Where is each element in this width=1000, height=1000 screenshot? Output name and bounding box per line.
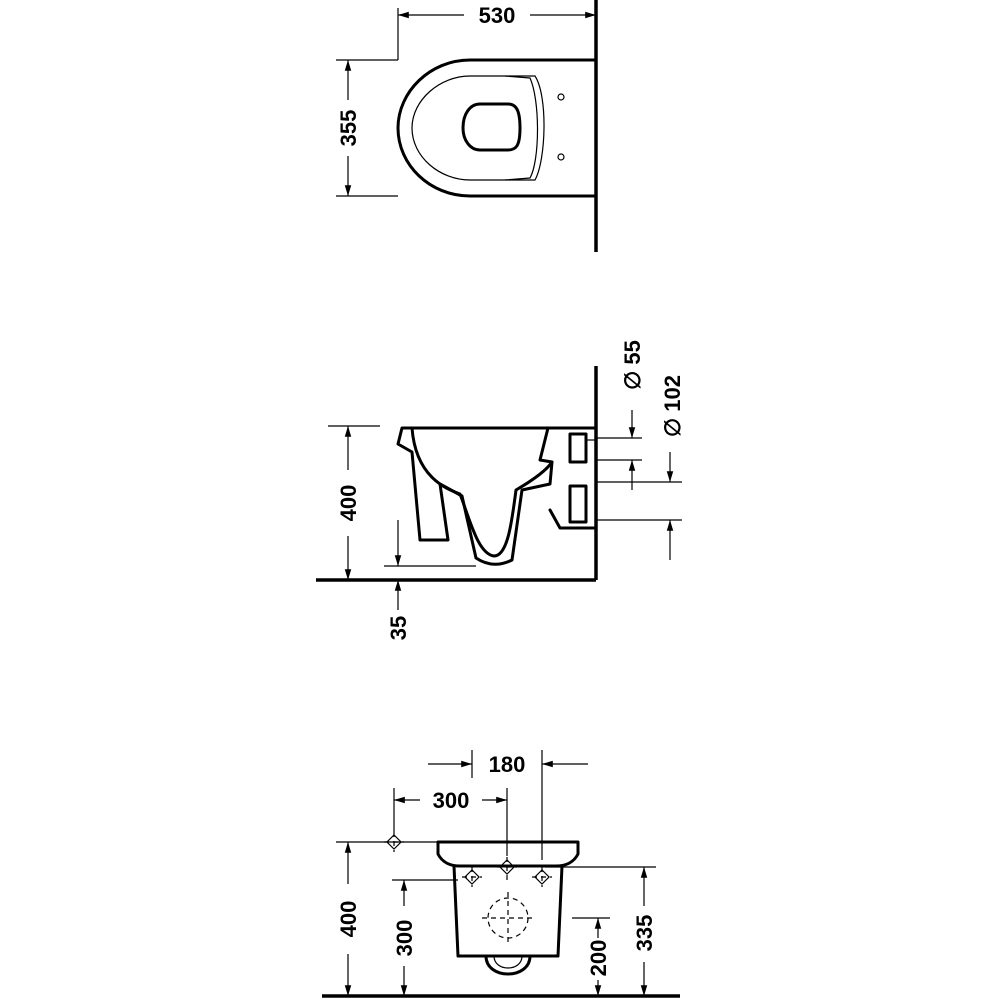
front-view-fixing-point-right bbox=[532, 867, 552, 887]
side-view: 400 35 ∅ 55 ∅ 102 bbox=[316, 340, 685, 640]
side-view-pipe-inner-label: ∅ 55 bbox=[620, 340, 645, 390]
side-view-inlet-spigot bbox=[568, 432, 588, 464]
front-view-fixing-height-label: 300 bbox=[392, 920, 417, 957]
side-view-floor-clearance-label: 35 bbox=[386, 616, 411, 640]
side-view-bowl-outline bbox=[396, 426, 598, 566]
front-view-total-height-label: 400 bbox=[336, 901, 361, 938]
top-view-width-label: 530 bbox=[479, 3, 516, 28]
front-view-fixing-spacing-label: 180 bbox=[489, 752, 526, 777]
front-view-top-fixing-label: 335 bbox=[632, 915, 657, 952]
front-view-outlet bbox=[484, 954, 532, 976]
front-view: 180 300 400 300 200 335 bbox=[322, 750, 680, 998]
front-view-fixing-point-top bbox=[497, 857, 517, 880]
side-view-pipe-outer-label: ∅ 102 bbox=[660, 375, 685, 437]
front-view-fixing-point-left bbox=[462, 867, 482, 887]
top-view-bowl-outline bbox=[396, 58, 598, 198]
side-view-bowl-inner bbox=[410, 426, 554, 558]
top-view-seat-outline bbox=[411, 75, 545, 181]
top-view-bowl-opening bbox=[461, 102, 522, 152]
side-view-outlet-spigot bbox=[568, 484, 588, 524]
front-view-outlet-height-label: 200 bbox=[586, 940, 611, 977]
top-view: 530 355 bbox=[336, 0, 598, 252]
top-view-fixing-hole-lower bbox=[557, 153, 565, 161]
front-view-bowl-body bbox=[452, 864, 564, 958]
side-view-height-label: 400 bbox=[336, 485, 361, 522]
front-view-fixing-width-label: 300 bbox=[433, 788, 470, 813]
front-view-seat-rim bbox=[436, 840, 580, 868]
top-view-depth-label: 355 bbox=[336, 110, 361, 147]
top-view-fixing-hole-upper bbox=[557, 93, 565, 101]
